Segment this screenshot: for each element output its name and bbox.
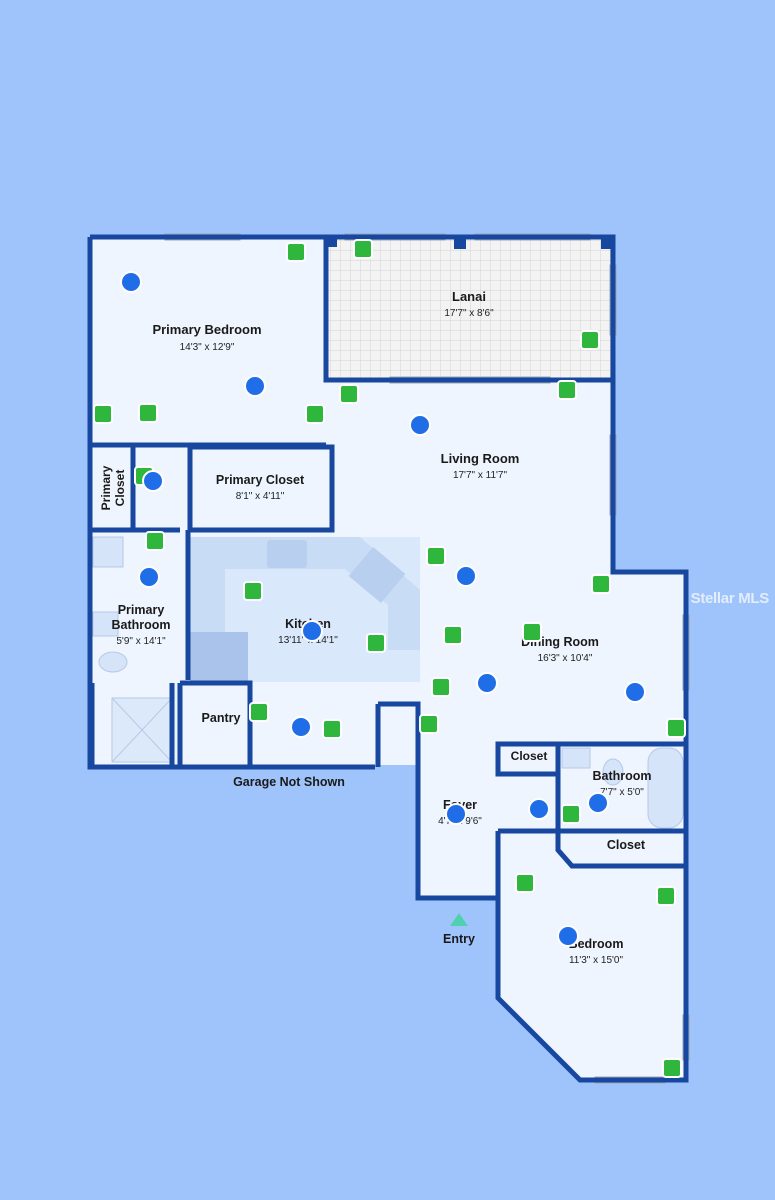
room-closet-b: Closet [607,838,646,852]
lanai-floor [326,237,613,380]
camera-marker[interactable] [557,380,577,400]
viewpoint-marker[interactable] [445,803,467,825]
dining-room-dims: 16'3" x 10'4" [538,653,593,664]
living-room-name: Living Room [441,451,520,466]
viewpoint-marker[interactable] [244,375,266,397]
primary-bathroom-line2: Bathroom [111,618,170,632]
viewpoint-marker[interactable] [587,792,609,814]
room-primary-bedroom: Primary Bedroom 14'3" x 12'9" [152,322,261,353]
camera-marker[interactable] [286,242,306,262]
camera-marker[interactable] [666,718,686,738]
viewpoint-marker[interactable] [476,672,498,694]
camera-marker[interactable] [305,404,325,424]
entry-arrow-icon [450,913,468,926]
camera-marker[interactable] [426,546,446,566]
camera-marker[interactable] [322,719,342,739]
camera-marker[interactable] [662,1058,682,1078]
bath-fixtures [92,536,684,829]
camera-marker[interactable] [580,330,600,350]
viewpoint-markers[interactable] [120,271,646,947]
primary-bathroom-line1: Primary [118,603,165,617]
viewpoint-marker[interactable] [120,271,142,293]
room-primary-closet: Primary Closet 8'1" x 4'11" [216,473,305,502]
room-pantry: Pantry [202,711,241,725]
watermark: Stellar MLS [690,590,770,607]
viewpoint-marker[interactable] [301,620,323,642]
bathroom-dims: 7'7" x 5'0" [600,787,644,798]
viewpoint-marker[interactable] [138,566,160,588]
camera-marker[interactable] [353,239,373,259]
room-primary-closet-small: Primary Closet [99,465,127,510]
viewpoint-marker[interactable] [290,716,312,738]
camera-marker[interactable] [656,886,676,906]
camera-marker[interactable] [339,384,359,404]
bathroom-name: Bathroom [592,769,651,783]
garage-note: Garage Not Shown [233,775,345,789]
room-lanai: Lanai 17'7" x 8'6" [444,289,494,319]
primary-bedroom-name: Primary Bedroom [152,322,261,337]
camera-marker[interactable] [419,714,439,734]
walls [87,234,689,1083]
camera-marker[interactable] [443,625,463,645]
room-closet-a: Closet [511,749,548,763]
camera-marker[interactable] [591,574,611,594]
room-bedroom: Bedroom 11'3" x 15'0" [569,937,624,966]
camera-markers[interactable] [93,239,686,1078]
viewpoint-marker[interactable] [624,681,646,703]
camera-marker[interactable] [138,403,158,423]
lanai-dims: 17'7" x 8'6" [444,308,494,319]
primary-closet-name: Primary Closet [216,473,305,487]
pantry-name: Pantry [202,711,241,725]
camera-marker[interactable] [93,404,113,424]
camera-marker[interactable] [431,677,451,697]
viewpoint-marker[interactable] [455,565,477,587]
lanai-name: Lanai [452,289,486,304]
camera-marker[interactable] [366,633,386,653]
bedroom-name: Bedroom [569,937,624,951]
kitchen-counters [190,537,420,682]
viewpoint-marker[interactable] [528,798,550,820]
bathtub-icon [647,747,684,829]
closet-b-name: Closet [607,838,646,852]
toilet-icon [98,651,128,673]
entry-label: Entry [443,932,475,946]
viewpoint-marker[interactable] [142,470,164,492]
primary-bedroom-dims: 14'3" x 12'9" [180,342,235,353]
room-bathroom: Bathroom 7'7" x 5'0" [592,769,651,798]
camera-marker[interactable] [522,622,542,642]
primary-bathroom-dims: 5'9" x 14'1" [116,636,166,647]
primary-closet-small-line1: Primary [99,465,113,510]
primary-closet-small-line2: Closet [113,470,127,507]
stove-icon [267,540,307,568]
primary-closet-dims: 8'1" x 4'11" [236,491,285,502]
camera-marker[interactable] [243,581,263,601]
camera-marker[interactable] [561,804,581,824]
fridge-icon [190,632,248,682]
sink-icon [348,546,406,604]
room-living-room: Living Room 17'7" x 11'7" [441,451,520,481]
camera-marker[interactable] [145,531,165,551]
bedroom-dims: 11'3" x 15'0" [569,955,624,966]
viewpoint-marker[interactable] [409,414,431,436]
closet-a-name: Closet [511,749,548,763]
room-primary-bathroom: Primary Bathroom 5'9" x 14'1" [111,603,170,647]
camera-marker[interactable] [249,702,269,722]
living-room-dims: 17'7" x 11'7" [453,470,508,481]
camera-marker[interactable] [515,873,535,893]
viewpoint-marker[interactable] [557,925,579,947]
